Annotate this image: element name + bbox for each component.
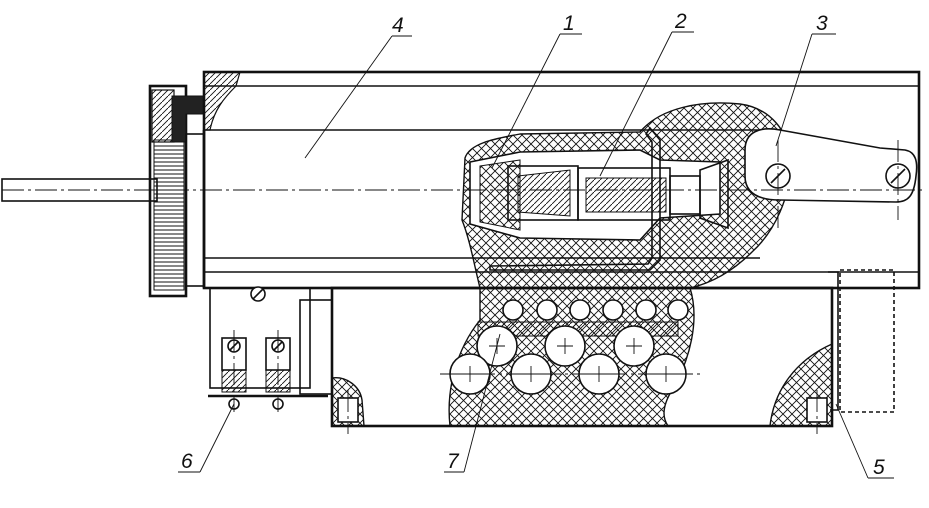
- lever-arm: [744, 128, 918, 203]
- callout-1: 1: [563, 12, 575, 35]
- center-lines: [2, 140, 925, 434]
- housing-tube: [202, 70, 921, 290]
- callout-3: 3: [816, 12, 828, 35]
- callout-2: 2: [674, 10, 687, 33]
- callout-6: 6: [181, 450, 193, 473]
- end-cap-knurled-nut: [148, 84, 205, 298]
- terminal-block: [208, 286, 333, 410]
- callout-labels: 4 1 2 3 5 6 7: [181, 10, 885, 479]
- leader-lines: [178, 31, 894, 479]
- callout-5: 5: [873, 456, 885, 479]
- sensor-assembly: [469, 126, 729, 271]
- callout-7: 7: [447, 450, 460, 473]
- callout-4: 4: [392, 14, 404, 37]
- roller-balls-small: [502, 299, 689, 321]
- bracket: [828, 269, 895, 413]
